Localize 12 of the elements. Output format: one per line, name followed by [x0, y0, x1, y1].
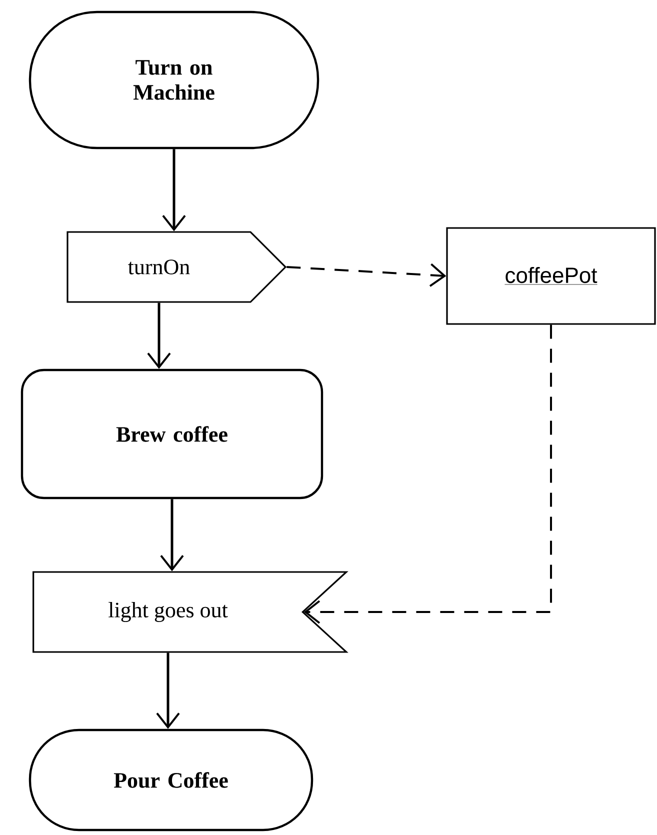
object-box: coffeePot	[446, 227, 656, 325]
action-box: Brew coffee	[20, 368, 324, 500]
dashed-arrow	[304, 324, 552, 624]
send-signal-box: turnOn	[66, 231, 287, 303]
arrow	[147, 302, 171, 369]
activity-box: Pour Coffee	[28, 728, 314, 832]
arrow	[160, 499, 184, 572]
activity-box: Turn on Machine	[28, 10, 320, 150]
dashed-arrow	[286, 263, 446, 287]
arrow	[162, 149, 186, 232]
accept-signal-box: light goes out	[32, 571, 348, 653]
arrow	[156, 652, 180, 729]
